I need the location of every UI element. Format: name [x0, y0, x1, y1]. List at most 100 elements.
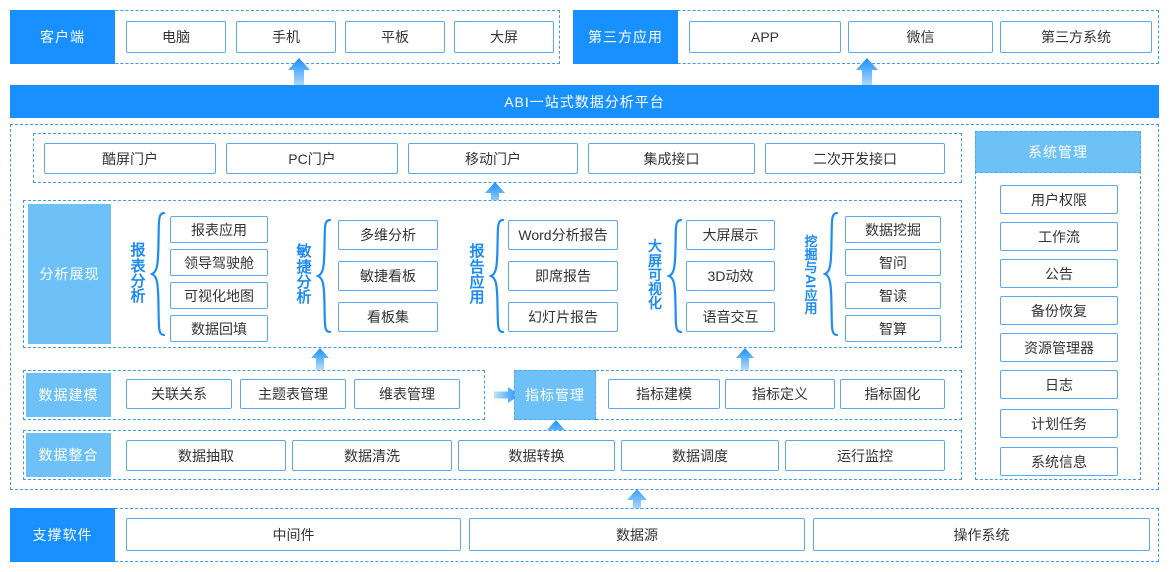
- vchar: 析: [130, 288, 146, 306]
- system-mgmt-item-4[interactable]: 资源管理器: [1000, 333, 1118, 362]
- analysis-item-0-3[interactable]: 数据回填: [170, 315, 268, 342]
- analysis-group-label-3: 大 屏 可 视 化: [645, 212, 665, 338]
- analysis-row-label: 分析展现: [28, 204, 111, 344]
- vchar: 分: [296, 274, 312, 291]
- vchar: 视: [648, 281, 662, 298]
- modeling-item-0[interactable]: 关联关系: [126, 379, 232, 409]
- analysis-item-0-0[interactable]: 报表应用: [170, 216, 268, 243]
- analysis-group-label-0: 报 表 分 析: [128, 209, 148, 339]
- analysis-group-label-2: 报 告 应 用: [467, 217, 487, 333]
- analysis-item-0-1[interactable]: 领导驾驶舱: [170, 249, 268, 276]
- analysis-item-0-2[interactable]: 可视化地图: [170, 282, 268, 309]
- vchar: 用: [469, 289, 485, 307]
- arrow-up-to-analysis-right: [736, 348, 754, 373]
- vchar: 应: [469, 274, 485, 291]
- analysis-item-1-1[interactable]: 敏捷看板: [338, 261, 438, 291]
- vchar-ai: AI: [803, 274, 820, 289]
- analysis-item-4-3[interactable]: 智算: [845, 315, 941, 342]
- platform-title-bar: ABI一站式数据分析平台: [10, 85, 1159, 118]
- support-item-1[interactable]: 数据源: [469, 518, 805, 551]
- portal-item-4[interactable]: 二次开发接口: [765, 143, 945, 174]
- system-mgmt-item-2[interactable]: 公告: [1000, 259, 1118, 288]
- vchar: 报: [130, 242, 146, 260]
- vchar: 挖: [804, 233, 818, 249]
- vchar: 可: [648, 266, 662, 283]
- metric-item-0[interactable]: 指标建模: [608, 379, 720, 409]
- integration-item-0[interactable]: 数据抽取: [126, 440, 286, 471]
- vchar: 析: [296, 289, 312, 307]
- system-mgmt-item-1[interactable]: 工作流: [1000, 222, 1118, 251]
- client-item-3[interactable]: 大屏: [454, 21, 554, 53]
- brace-1: [316, 218, 332, 334]
- analysis-item-4-1[interactable]: 智问: [845, 249, 941, 276]
- brace-4: [823, 211, 839, 337]
- analysis-item-2-2[interactable]: 幻灯片报告: [508, 302, 618, 332]
- arrow-up-to-platform-body: [627, 489, 647, 517]
- system-mgmt-item-7[interactable]: 系统信息: [1000, 447, 1118, 476]
- system-mgmt-item-6[interactable]: 计划任务: [1000, 409, 1118, 438]
- analysis-item-4-2[interactable]: 智读: [845, 282, 941, 309]
- client-row-label: 客户端: [10, 10, 115, 64]
- modeling-row-label: 数据建模: [26, 373, 111, 417]
- metric-item-2[interactable]: 指标固化: [840, 379, 945, 409]
- portal-item-3[interactable]: 集成接口: [588, 143, 755, 174]
- brace-3: [667, 218, 683, 334]
- vchar: 用: [804, 301, 818, 316]
- arrow-up-to-analysis-left: [311, 348, 329, 373]
- portal-item-1[interactable]: PC门户: [226, 143, 398, 174]
- integration-item-2[interactable]: 数据转换: [458, 440, 615, 471]
- metric-item-1[interactable]: 指标定义: [725, 379, 835, 409]
- system-mgmt-item-3[interactable]: 备份恢复: [1000, 296, 1118, 325]
- integration-item-1[interactable]: 数据清洗: [292, 440, 452, 471]
- third-party-row-label: 第三方应用: [573, 10, 678, 64]
- arrow-up-to-client: [288, 58, 310, 88]
- portal-item-2[interactable]: 移动门户: [408, 143, 578, 174]
- analysis-item-1-2[interactable]: 看板集: [338, 302, 438, 332]
- integration-item-4[interactable]: 运行监控: [785, 440, 945, 471]
- arrow-up-to-portal: [485, 182, 505, 210]
- analysis-item-3-0[interactable]: 大屏展示: [686, 220, 775, 250]
- analysis-group-label-4: 挖 掘 与 AI 应 用: [801, 208, 821, 342]
- vchar: 表: [130, 257, 146, 275]
- analysis-item-1-0[interactable]: 多维分析: [338, 220, 438, 250]
- vchar: 捷: [296, 258, 312, 276]
- brace-0: [150, 211, 166, 337]
- modeling-item-2[interactable]: 维表管理: [354, 379, 460, 409]
- brace-2: [489, 218, 505, 334]
- analysis-item-4-0[interactable]: 数据挖掘: [845, 216, 941, 243]
- third-party-item-0[interactable]: APP: [689, 21, 841, 53]
- modeling-item-1[interactable]: 主题表管理: [240, 379, 346, 409]
- client-item-0[interactable]: 电脑: [126, 21, 226, 53]
- vchar: 掘: [804, 246, 818, 262]
- analysis-group-label-1: 敏 捷 分 析: [294, 217, 314, 333]
- analysis-item-2-1[interactable]: 即席报告: [508, 261, 618, 291]
- system-mgmt-label: 系统管理: [975, 131, 1141, 173]
- vchar: 与: [804, 260, 818, 276]
- system-mgmt-item-5[interactable]: 日志: [1000, 370, 1118, 399]
- portal-item-0[interactable]: 酷屏门户: [44, 143, 216, 174]
- analysis-item-3-2[interactable]: 语音交互: [686, 302, 775, 332]
- arrow-right-to-metric: [494, 387, 520, 403]
- vchar: 报: [469, 243, 485, 261]
- third-party-item-1[interactable]: 微信: [848, 21, 993, 53]
- system-mgmt-item-0[interactable]: 用户权限: [1000, 185, 1118, 214]
- support-item-2[interactable]: 操作系统: [813, 518, 1150, 551]
- vchar: 分: [130, 273, 146, 290]
- analysis-item-2-0[interactable]: Word分析报告: [508, 220, 618, 250]
- vchar: 敏: [296, 243, 312, 261]
- vchar: 化: [648, 295, 662, 312]
- client-item-1[interactable]: 手机: [236, 21, 336, 53]
- integration-row-label: 数据整合: [26, 433, 111, 477]
- vchar: 应: [804, 287, 818, 303]
- integration-item-3[interactable]: 数据调度: [621, 440, 779, 471]
- client-item-2[interactable]: 平板: [345, 21, 445, 53]
- vchar: 告: [469, 258, 485, 276]
- vchar: 屏: [648, 252, 662, 269]
- metric-management-box[interactable]: 指标管理: [514, 370, 596, 420]
- third-party-item-2[interactable]: 第三方系统: [1000, 21, 1152, 53]
- support-item-0[interactable]: 中间件: [126, 518, 461, 551]
- vchar: 大: [648, 238, 662, 255]
- analysis-item-3-1[interactable]: 3D动效: [686, 261, 775, 291]
- support-row-label: 支撑软件: [10, 508, 115, 562]
